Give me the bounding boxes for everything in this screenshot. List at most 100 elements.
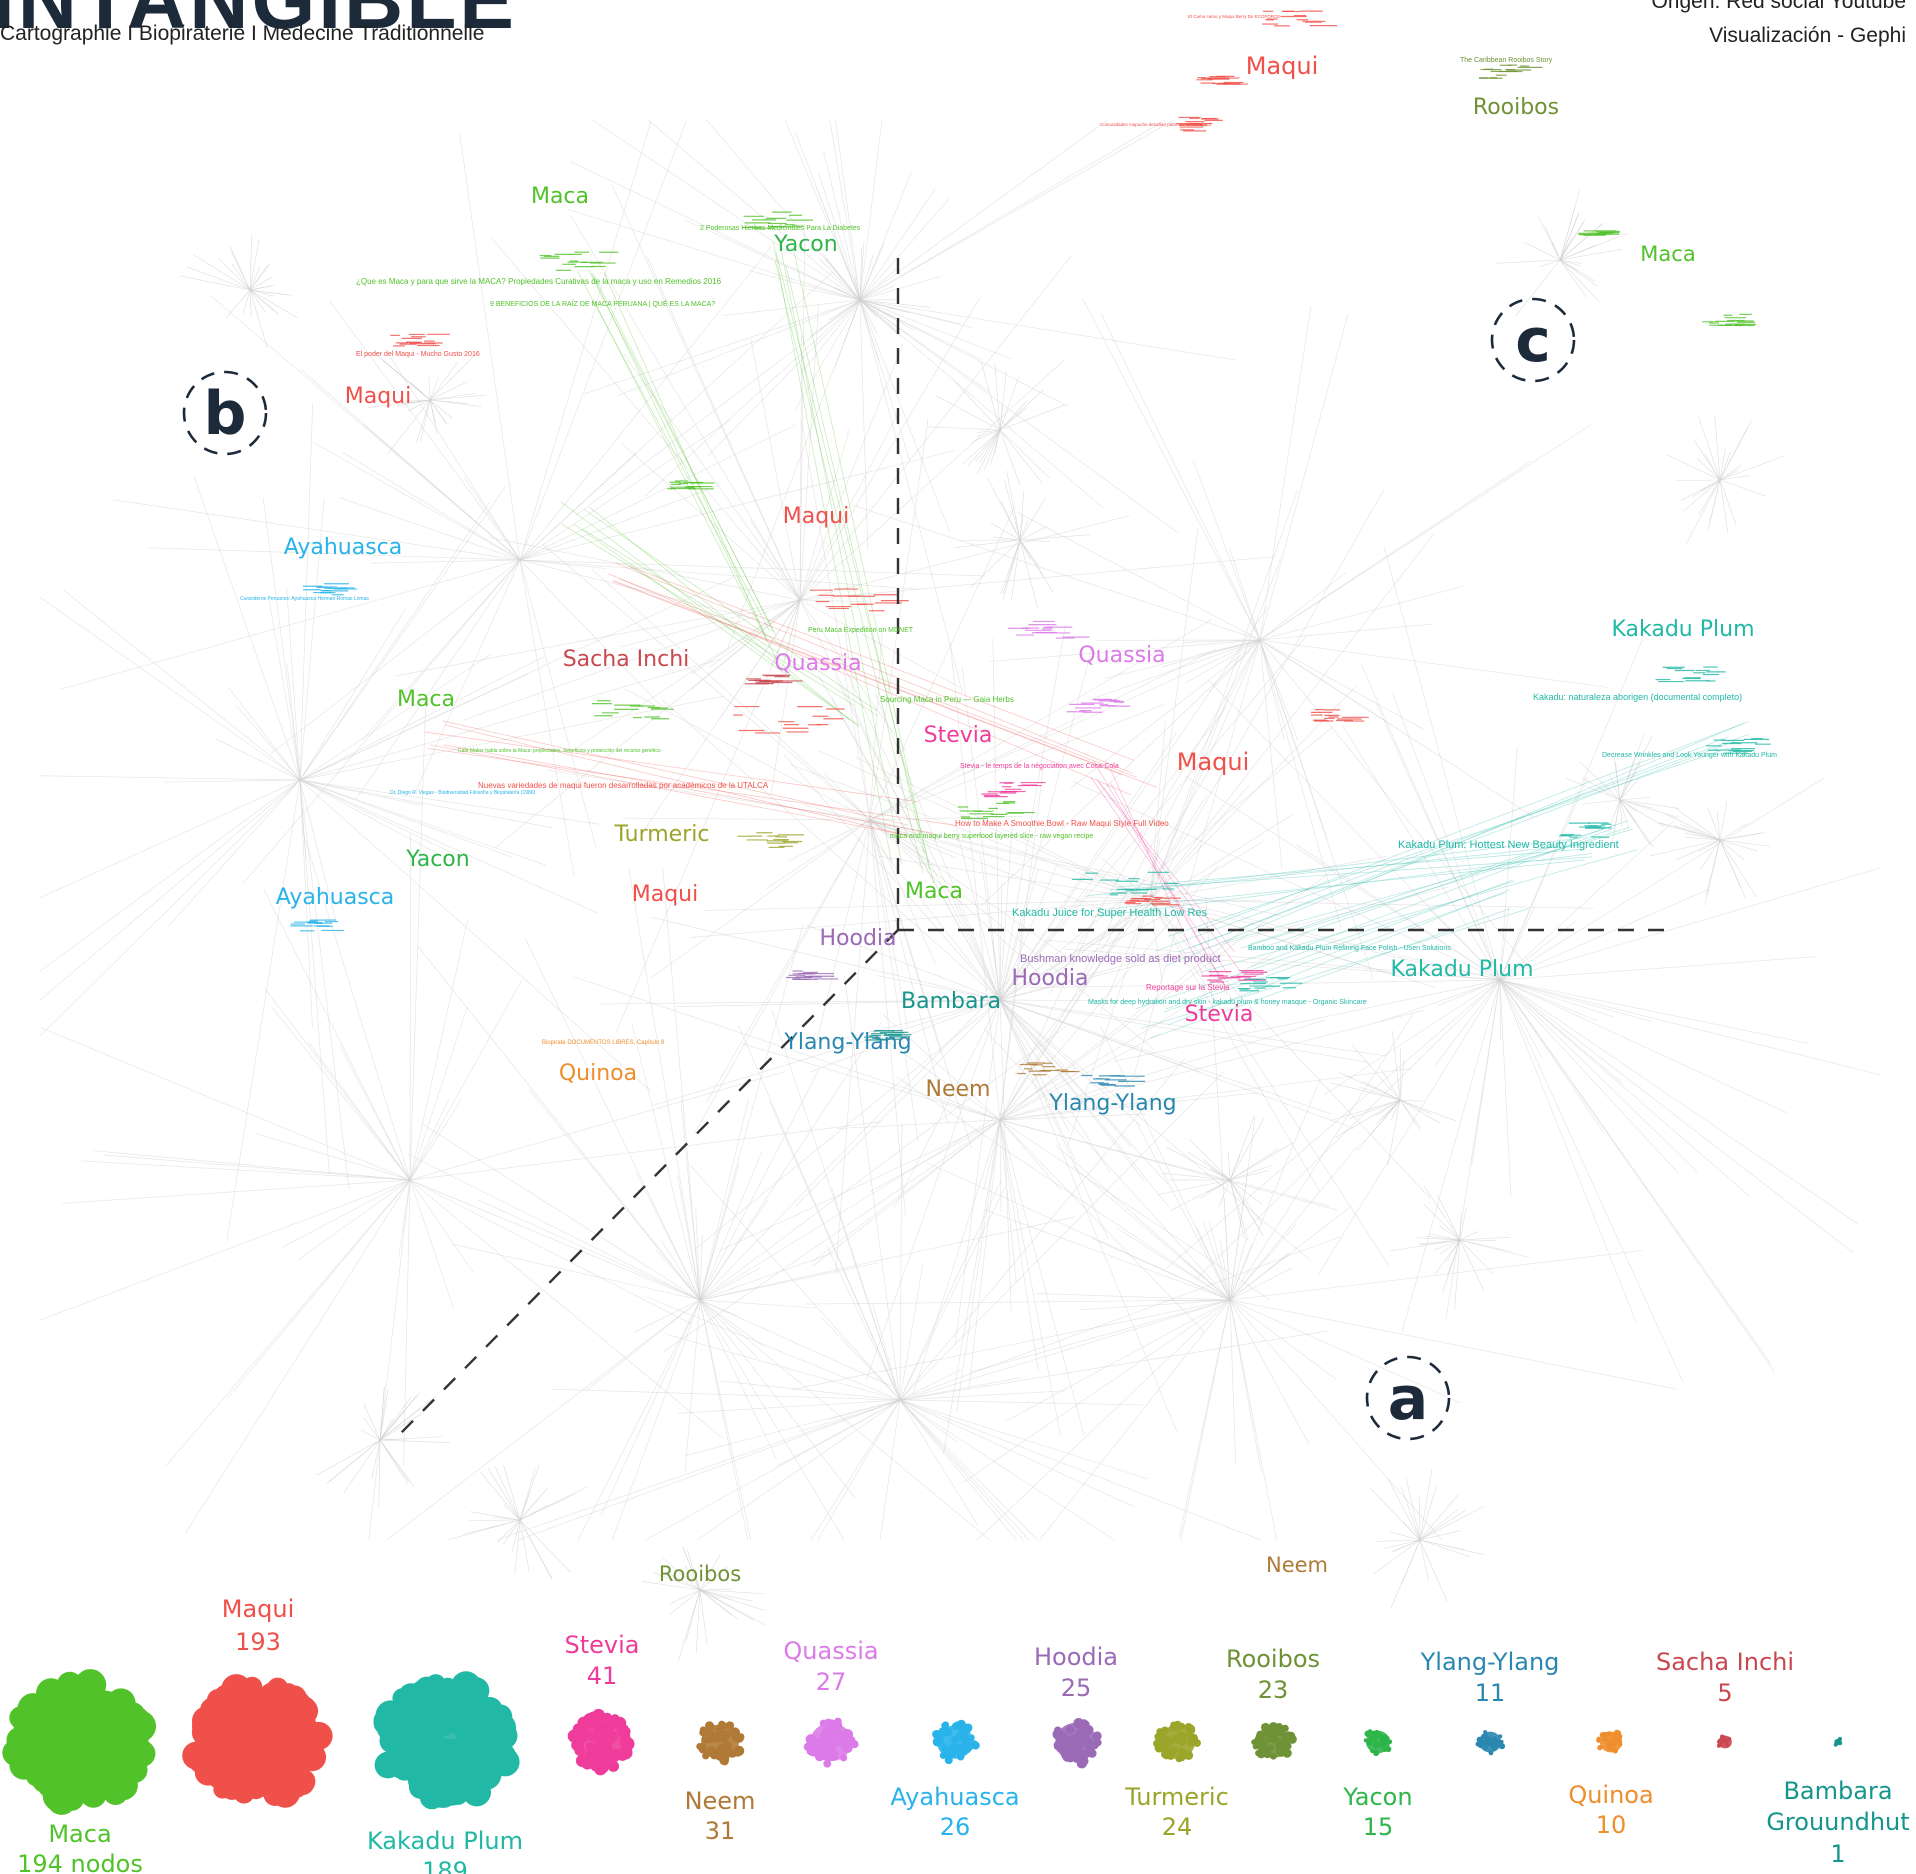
edge — [93, 1150, 411, 1181]
edge — [699, 1097, 750, 1301]
edge — [999, 999, 1076, 1161]
edge — [397, 399, 431, 407]
edge — [1400, 1486, 1421, 1541]
edge — [899, 1185, 1006, 1401]
edge — [519, 484, 720, 561]
edge — [644, 299, 861, 497]
edge — [589, 506, 851, 721]
edge — [999, 905, 1102, 1121]
edge — [899, 1399, 1143, 1406]
node-title: Kakadu Plum: Hottest New Beauty Ingredie… — [1398, 839, 1619, 851]
edge — [1019, 498, 1046, 541]
edge — [429, 394, 487, 401]
edge — [976, 1299, 1231, 1541]
edge — [1229, 1299, 1310, 1445]
legend-blob — [1599, 1731, 1623, 1753]
legend-blob — [576, 1718, 628, 1766]
edge — [1323, 979, 1501, 1096]
edge — [1515, 259, 1561, 317]
edge — [1499, 629, 1647, 981]
edge — [1619, 799, 1680, 818]
edge — [1170, 639, 1261, 846]
edge — [1429, 1233, 1461, 1241]
edge — [859, 299, 1180, 534]
edge — [807, 289, 861, 301]
edge — [815, 186, 861, 301]
edge — [899, 1369, 962, 1401]
edge — [869, 819, 936, 964]
edge — [859, 299, 990, 393]
edge — [1208, 1221, 1231, 1301]
cluster-label: Stevia — [1185, 1002, 1254, 1027]
edge — [1391, 1539, 1421, 1553]
edge — [999, 999, 1109, 1239]
edge — [1192, 459, 1261, 641]
edge — [1383, 546, 1501, 981]
edge — [749, 270, 861, 301]
edge — [999, 864, 1058, 1001]
edge — [379, 1392, 420, 1441]
edge — [519, 419, 731, 561]
edge — [1499, 979, 1684, 1383]
edge — [699, 1589, 767, 1626]
edge — [799, 1299, 1231, 1433]
edge — [999, 999, 1132, 1147]
edge — [1565, 777, 1621, 801]
edge — [1187, 1151, 1231, 1181]
edge — [1067, 899, 1151, 1146]
edge — [592, 119, 861, 301]
edge — [859, 299, 983, 361]
edge — [616, 563, 1133, 774]
edge — [1619, 736, 1653, 801]
edge — [39, 779, 301, 1001]
edge — [429, 399, 446, 424]
cluster-label: Yacon — [773, 232, 837, 257]
edge — [1499, 979, 1859, 1225]
edge — [821, 1317, 901, 1401]
edge — [1229, 1077, 1322, 1301]
edge — [1149, 899, 1390, 1267]
legend-name: Neem — [685, 1787, 756, 1815]
edge — [699, 1216, 1075, 1301]
edge — [429, 392, 476, 401]
edge — [806, 924, 1001, 1001]
edge — [628, 868, 701, 1301]
edge — [1539, 259, 1561, 267]
edge — [699, 1588, 732, 1591]
edge — [899, 1399, 1024, 1541]
edge — [869, 1119, 1001, 1193]
edge — [299, 653, 492, 781]
edge — [1259, 460, 1531, 641]
edge — [1499, 979, 1751, 1197]
edge — [660, 1239, 701, 1301]
edge — [859, 285, 895, 301]
edge — [355, 559, 521, 800]
edge — [573, 976, 1001, 1121]
cluster-label: Hoodia — [819, 926, 896, 951]
edge — [1499, 747, 1518, 981]
edge — [1434, 1239, 1461, 1275]
edge — [999, 607, 1268, 1001]
edge — [999, 707, 1227, 1001]
edge — [249, 235, 253, 291]
edge — [299, 658, 721, 781]
edge — [429, 377, 439, 401]
edge — [1619, 797, 1651, 801]
edge — [799, 222, 806, 601]
edge — [1499, 888, 1711, 981]
edge — [1149, 528, 1199, 901]
edge — [514, 1519, 521, 1574]
edge — [784, 754, 1001, 1001]
cluster-label: Maca — [1640, 242, 1695, 266]
edge — [859, 119, 1166, 301]
edge — [271, 1007, 411, 1181]
edge — [1582, 799, 1621, 805]
edge — [1387, 1099, 1401, 1166]
edge — [1135, 1120, 1231, 1301]
edge — [593, 299, 777, 659]
edge — [999, 794, 1208, 1121]
edge — [684, 1399, 901, 1456]
edge — [299, 779, 546, 866]
